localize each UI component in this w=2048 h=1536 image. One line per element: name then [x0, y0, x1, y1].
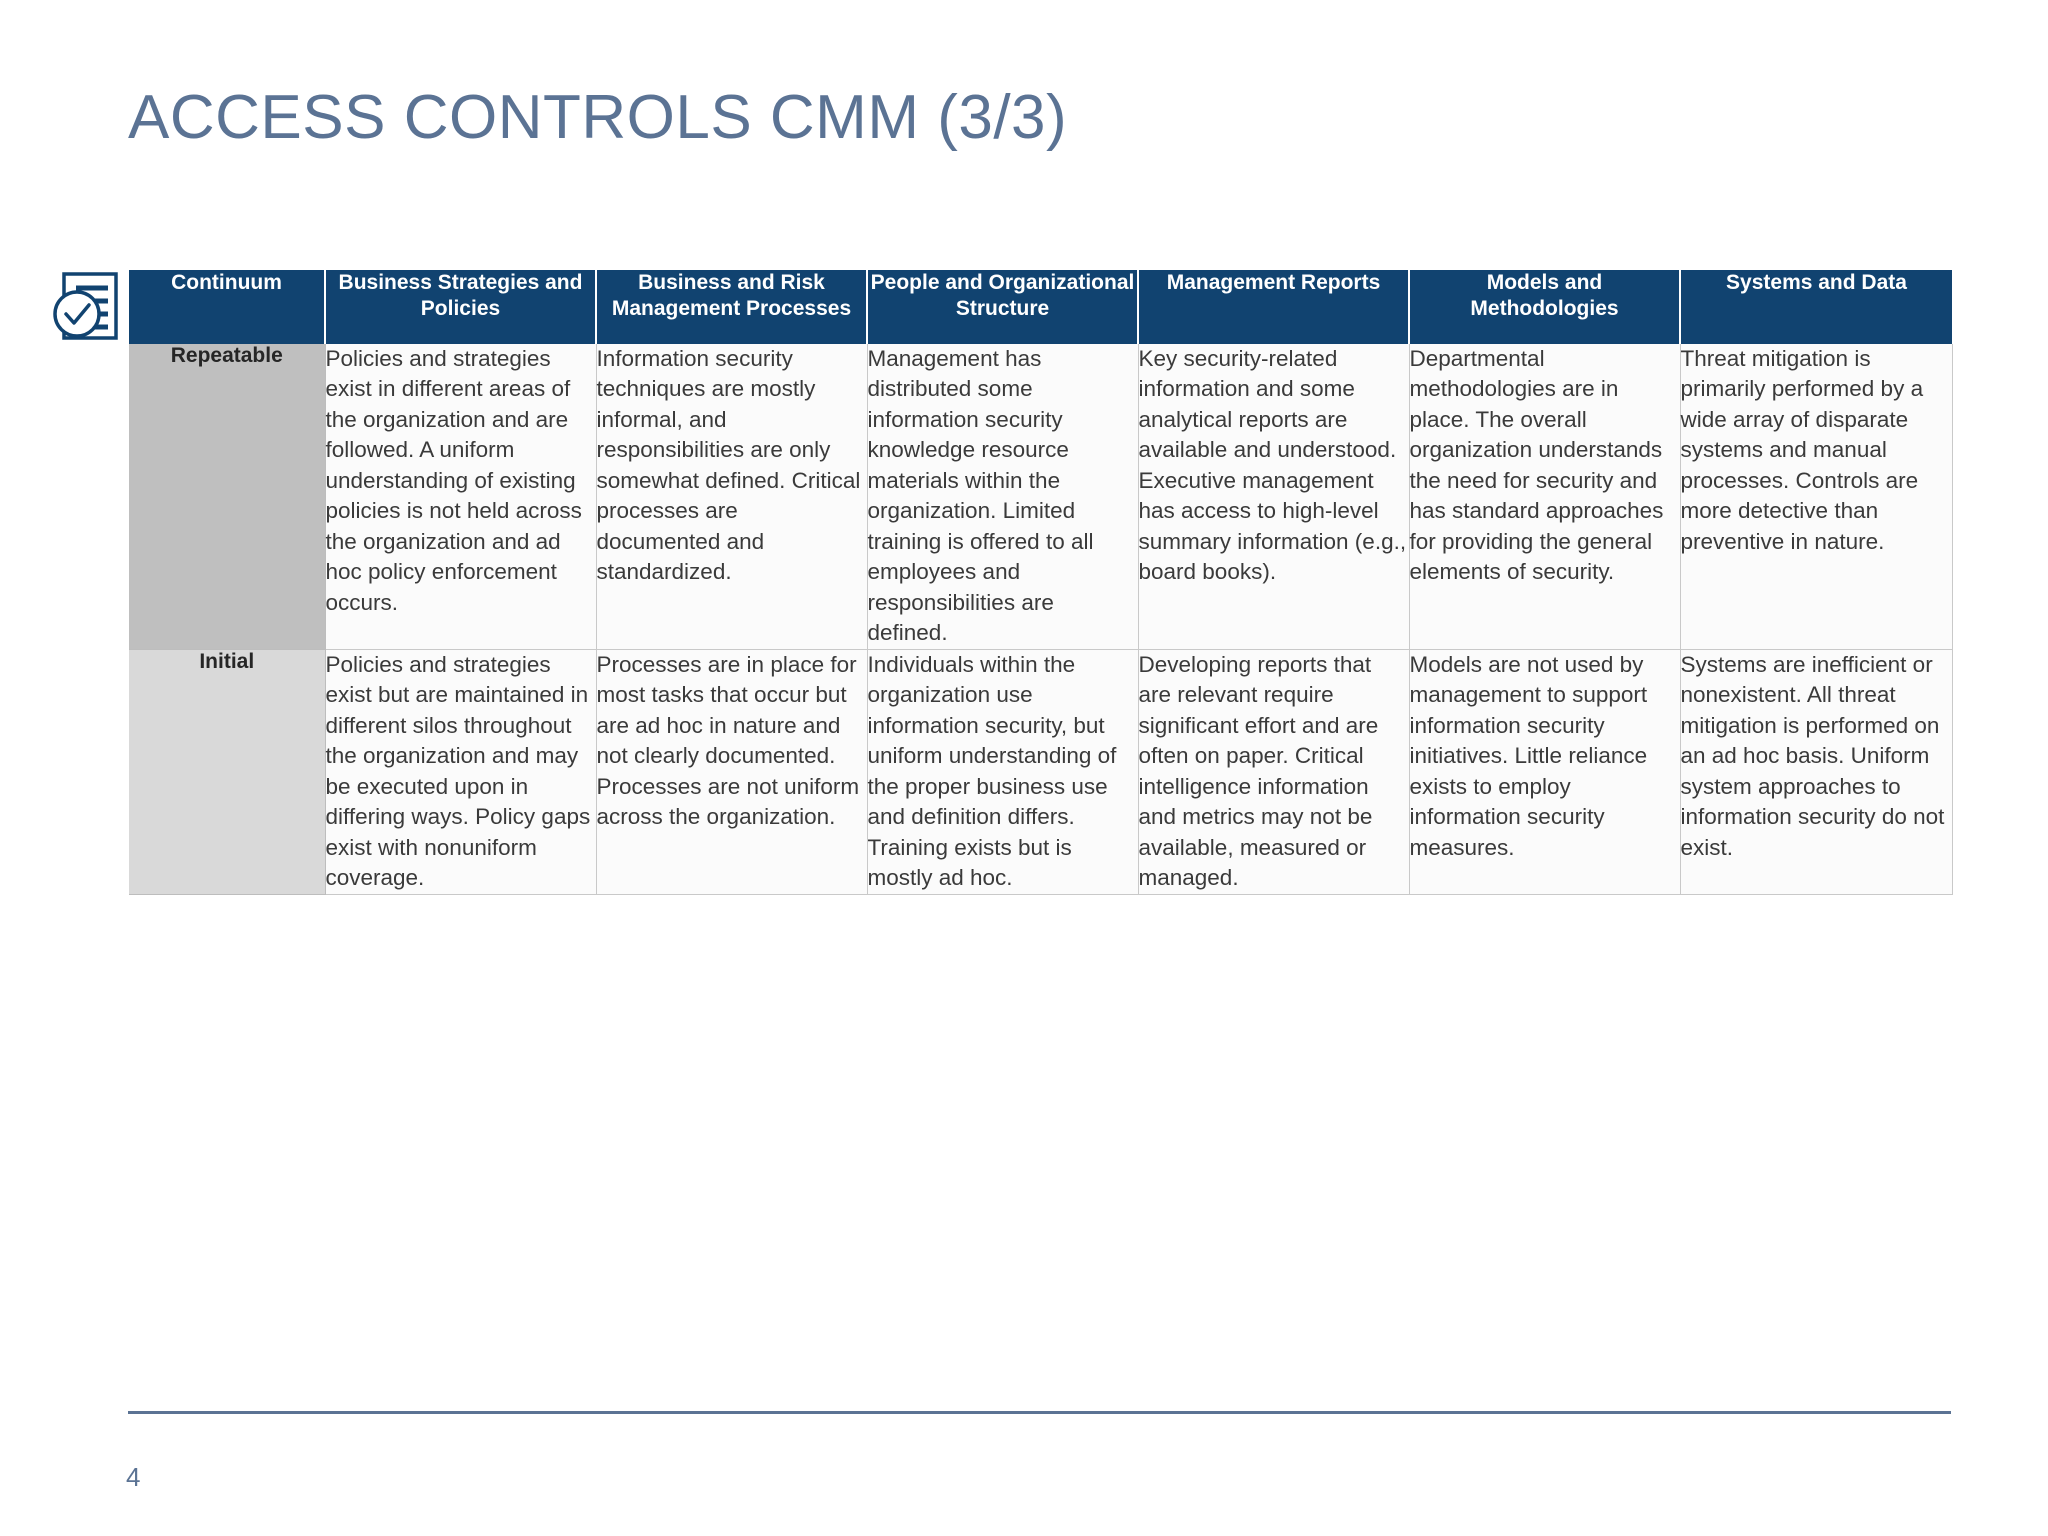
- column-header-people-org: People and Organizational Structure: [867, 270, 1139, 344]
- page-title: ACCESS CONTROLS CMM (3/3): [128, 83, 1068, 152]
- table-row: Initial Policies and strategies exist bu…: [129, 649, 1953, 895]
- column-header-systems-data: Systems and Data: [1680, 270, 1952, 344]
- cell-initial-models-methodologies: Models are not used by management to sup…: [1409, 649, 1681, 895]
- cell-repeatable-models-methodologies: Departmental methodologies are in place.…: [1409, 344, 1681, 650]
- table-header-row: Continuum Business Strategies and Polici…: [129, 270, 1952, 344]
- cell-initial-management-reports: Developing reports that are relevant req…: [1138, 649, 1410, 895]
- cell-initial-systems-data: Systems are inefficient or nonexistent. …: [1680, 649, 1953, 895]
- row-label-repeatable: Repeatable: [129, 344, 326, 650]
- table-row: Repeatable Policies and strategies exist…: [129, 344, 1953, 650]
- cell-repeatable-management-reports: Key security-related information and som…: [1138, 344, 1410, 650]
- column-header-models-methodologies: Models and Methodologies: [1409, 270, 1681, 344]
- cell-initial-risk-management: Processes are in place for most tasks th…: [596, 649, 868, 895]
- cell-repeatable-business-strategies: Policies and strategies exist in differe…: [325, 344, 597, 650]
- cell-repeatable-risk-management: Information security techniques are most…: [596, 344, 868, 650]
- cell-initial-business-strategies: Policies and strategies exist but are ma…: [325, 649, 597, 895]
- footer-divider: [128, 1411, 1951, 1414]
- column-header-business-strategies: Business Strategies and Policies: [325, 270, 597, 344]
- row-label-initial: Initial: [129, 649, 326, 895]
- document-check-icon: [50, 268, 122, 344]
- cell-initial-people-org: Individuals within the organization use …: [867, 649, 1139, 895]
- page-number: 4: [126, 1462, 141, 1492]
- cell-repeatable-people-org: Management has distributed some informat…: [867, 344, 1139, 650]
- cmm-table: Continuum Business Strategies and Polici…: [129, 270, 1953, 895]
- cell-repeatable-systems-data: Threat mitigation is primarily performed…: [1680, 344, 1953, 650]
- column-header-risk-management: Business and Risk Management Processes: [596, 270, 868, 344]
- column-header-continuum: Continuum: [129, 270, 326, 344]
- column-header-management-reports: Management Reports: [1138, 270, 1410, 344]
